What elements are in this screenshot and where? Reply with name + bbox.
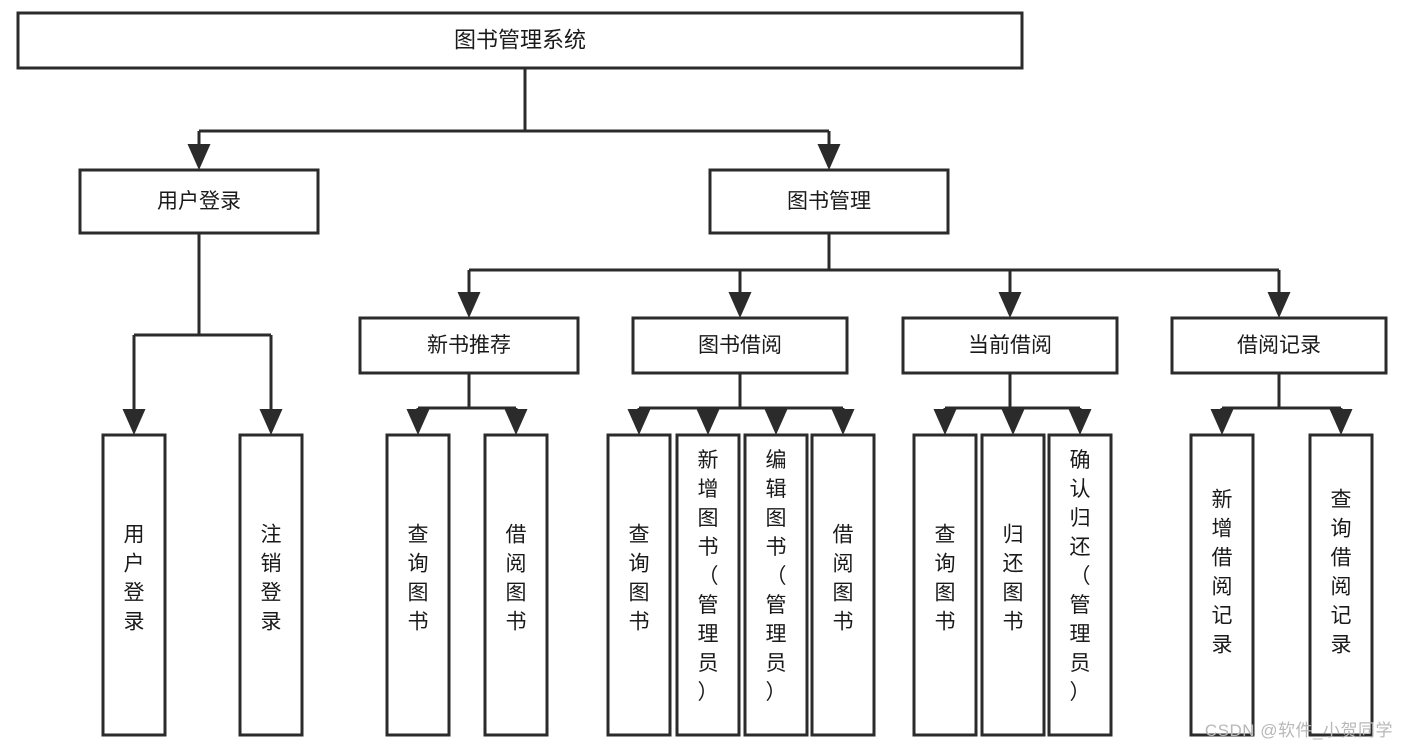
node-leaf-return-book[interactable]: 归还图书	[980, 433, 1046, 737]
arrow-head-icon	[1329, 409, 1353, 435]
arrow-head-icon	[406, 409, 430, 435]
node-leaf-logout-login[interactable]: 注销登录	[238, 433, 304, 737]
node-label: 归还图书	[1003, 524, 1024, 634]
arrow-head-icon	[457, 292, 481, 318]
node-label: 图书管理系统	[454, 27, 586, 52]
node-label: 图书借阅	[698, 334, 782, 357]
node-leaf-edit-book-admin[interactable]: 编辑图书（管理员）	[743, 433, 809, 737]
connector-borrow-record-to-leaves	[1210, 373, 1353, 435]
arrow-head-icon	[1068, 409, 1092, 435]
node-label: 图书管理	[787, 190, 871, 213]
node-label: 注销登录	[261, 524, 282, 634]
arrow-head-icon	[187, 144, 211, 170]
arrow-head-icon	[764, 409, 788, 435]
node-leaf-add-borrow-record[interactable]: 新增借阅记录	[1189, 433, 1255, 737]
node-label: 查询图书	[629, 524, 650, 634]
node-box[interactable]	[1308, 433, 1374, 737]
node-label: 当前借阅	[968, 334, 1052, 357]
node-leaf-query-borrow-record[interactable]: 查询借阅记录	[1308, 433, 1374, 737]
node-book-borrow[interactable]: 图书借阅	[631, 316, 849, 375]
node-leaf-confirm-return-admin[interactable]: 确认归还（管理员）	[1047, 433, 1113, 737]
node-box[interactable]	[16, 11, 1024, 70]
node-box[interactable]	[980, 433, 1046, 737]
node-box[interactable]	[385, 433, 451, 737]
node-box[interactable]	[1047, 433, 1113, 737]
node-box[interactable]	[358, 316, 580, 375]
node-leaf-add-book-admin[interactable]: 新增图书（管理员）	[675, 433, 741, 737]
arrow-head-icon	[696, 409, 720, 435]
node-label: 用户登录	[124, 524, 145, 634]
node-new-book-recommend[interactable]: 新书推荐	[358, 316, 580, 375]
node-box[interactable]	[743, 433, 809, 737]
node-box[interactable]	[238, 433, 304, 737]
node-box[interactable]	[78, 168, 320, 235]
arrow-head-icon	[998, 292, 1022, 318]
node-label: 查询图书	[408, 524, 429, 634]
arrow-head-icon	[122, 409, 146, 435]
arrow-head-icon	[831, 409, 855, 435]
node-box[interactable]	[708, 168, 950, 235]
node-box[interactable]	[675, 433, 741, 737]
node-box[interactable]	[1170, 316, 1388, 375]
connector-root-to-level1	[187, 68, 841, 170]
arrow-head-icon	[504, 409, 528, 435]
node-label: 确认归还（管理员）	[1070, 449, 1091, 704]
node-box[interactable]	[912, 433, 978, 737]
node-leaf-borrow-book-1[interactable]: 借阅图书	[483, 433, 549, 737]
node-label: 新书推荐	[427, 334, 511, 357]
node-root[interactable]: 图书管理系统	[16, 11, 1024, 70]
nodes-layer: 图书管理系统用户登录图书管理新书推荐图书借阅当前借阅借阅记录用户登录注销登录查询…	[16, 11, 1388, 737]
node-label: 借阅图书	[506, 524, 527, 634]
arrow-head-icon	[627, 409, 651, 435]
node-label: 新增图书（管理员）	[698, 449, 719, 704]
node-label: 查询图书	[935, 524, 956, 634]
connector-book-management-to-level2	[457, 233, 1291, 318]
connector-new-book-recommend-to-leaves	[406, 373, 528, 435]
connector-book-borrow-to-leaves	[627, 373, 855, 435]
node-box[interactable]	[483, 433, 549, 737]
arrow-head-icon	[1001, 409, 1025, 435]
node-box[interactable]	[606, 433, 672, 737]
node-label: 用户登录	[157, 190, 241, 213]
node-label: 借阅图书	[833, 524, 854, 634]
node-box[interactable]	[810, 433, 876, 737]
arrow-head-icon	[933, 409, 957, 435]
node-box[interactable]	[901, 316, 1119, 375]
node-label: 编辑图书（管理员）	[766, 449, 787, 704]
arrow-head-icon	[728, 292, 752, 318]
node-borrow-record[interactable]: 借阅记录	[1170, 316, 1388, 375]
node-label: 查询借阅记录	[1331, 489, 1352, 657]
node-leaf-borrow-book-2[interactable]: 借阅图书	[810, 433, 876, 737]
node-box[interactable]	[1189, 433, 1255, 737]
node-label: 新增借阅记录	[1212, 489, 1233, 657]
node-user-login[interactable]: 用户登录	[78, 168, 320, 235]
node-current-borrow[interactable]: 当前借阅	[901, 316, 1119, 375]
connector-current-borrow-to-leaves	[933, 373, 1092, 435]
node-box[interactable]	[101, 433, 167, 737]
node-leaf-query-book-2[interactable]: 查询图书	[606, 433, 672, 737]
node-leaf-user-login[interactable]: 用户登录	[101, 433, 167, 737]
arrow-head-icon	[259, 409, 283, 435]
node-label: 借阅记录	[1237, 334, 1321, 357]
arrow-head-icon	[817, 144, 841, 170]
node-leaf-query-book-1[interactable]: 查询图书	[385, 433, 451, 737]
arrow-head-icon	[1267, 292, 1291, 318]
node-box[interactable]	[631, 316, 849, 375]
node-book-management[interactable]: 图书管理	[708, 168, 950, 235]
connector-user-login-to-leaves	[122, 233, 283, 435]
node-leaf-query-book-3[interactable]: 查询图书	[912, 433, 978, 737]
connectors-layer	[122, 68, 1353, 435]
arrow-head-icon	[1210, 409, 1234, 435]
